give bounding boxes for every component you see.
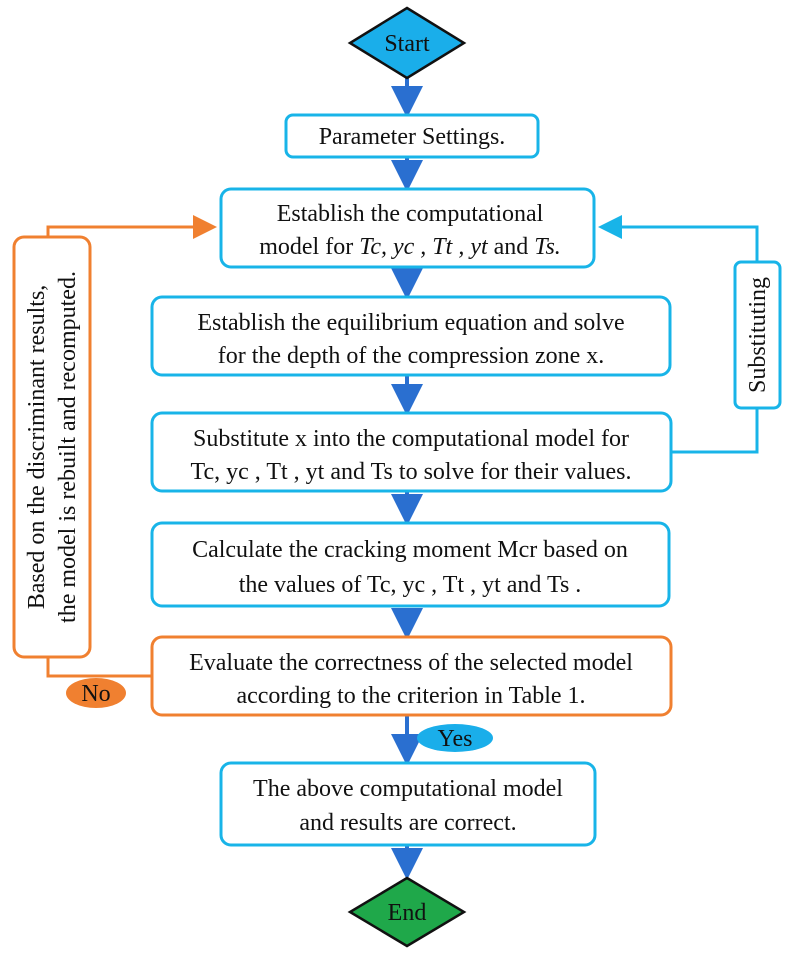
calculate-line2: the values of Tc, yc , Tt , yt and Ts . xyxy=(239,572,582,598)
establish-model-box xyxy=(219,187,596,269)
rebuild-line2: the model is rebuilt and recomputed. xyxy=(55,271,81,623)
parameter-settings-node: Parameter Settings. xyxy=(284,113,540,159)
evaluate-line1: Evaluate the correctness of the selected… xyxy=(189,650,633,676)
no-label: No xyxy=(81,681,110,707)
end-diamond xyxy=(347,876,467,948)
rebuild-line1: Based on the discriminant results, xyxy=(24,285,50,610)
establish-model-line2-vars: Tc, yc , Tt , yt xyxy=(359,234,489,260)
correct-node: The above computational model and result… xyxy=(219,761,597,847)
correct-line1: The above computational model xyxy=(253,776,563,802)
establish-model-line2-prefix: model for xyxy=(259,234,359,260)
end-label: End xyxy=(388,900,427,926)
start-node: Start xyxy=(347,6,467,80)
evaluate-line2: according to the criterion in Table 1. xyxy=(236,683,585,709)
equilibrium-box xyxy=(150,295,672,377)
establish-model-line2-end: Ts. xyxy=(534,234,560,260)
no-badge xyxy=(66,678,126,708)
rebuild-loop-line-upper xyxy=(46,215,217,239)
correct-line2: and results are correct. xyxy=(299,810,516,836)
evaluate-node: Evaluate the correctness of the selected… xyxy=(150,635,673,717)
end-node: End xyxy=(347,876,467,948)
establish-model-line1: Establish the computational xyxy=(277,201,544,227)
substituting-loop-line-upper xyxy=(598,215,759,262)
rebuild-loop: Based on the discriminant results, the m… xyxy=(12,215,217,708)
substitute-node: Substitute x into the computational mode… xyxy=(150,411,673,493)
establish-model-node: Establish the computational model for Tc… xyxy=(219,187,596,269)
substituting-loop-line-lower xyxy=(671,408,759,454)
equilibrium-line2: for the depth of the compression zone x. xyxy=(218,343,605,369)
calculate-box xyxy=(150,521,671,608)
substituting-label: Substituting xyxy=(745,277,771,393)
rebuild-loop-line-lower xyxy=(46,657,152,678)
correct-box xyxy=(219,761,597,847)
parameter-settings-label: Parameter Settings. xyxy=(319,124,506,150)
start-diamond xyxy=(347,6,467,80)
substitute-line1: Substitute x into the computational mode… xyxy=(193,426,629,452)
yes-branch: Yes xyxy=(417,724,493,752)
establish-model-line2-and: and xyxy=(488,234,535,260)
substitute-line2: Tc, yc , Tt , yt and Ts to solve for the… xyxy=(191,459,632,485)
equilibrium-node: Establish the equilibrium equation and s… xyxy=(150,295,672,377)
calculate-line1: Calculate the cracking moment Mcr based … xyxy=(192,537,628,563)
equilibrium-line1: Establish the equilibrium equation and s… xyxy=(197,310,624,336)
substituting-box xyxy=(733,260,782,410)
establish-model-line2: model for Tc, yc , Tt , yt and Ts. xyxy=(259,234,561,260)
rebuild-box xyxy=(12,235,92,659)
parameter-settings-box xyxy=(284,113,540,159)
yes-badge xyxy=(417,724,493,752)
yes-label: Yes xyxy=(438,726,473,752)
calculate-node: Calculate the cracking moment Mcr based … xyxy=(150,521,671,608)
start-label: Start xyxy=(384,31,430,57)
substituting-loop: Substituting xyxy=(598,215,782,454)
